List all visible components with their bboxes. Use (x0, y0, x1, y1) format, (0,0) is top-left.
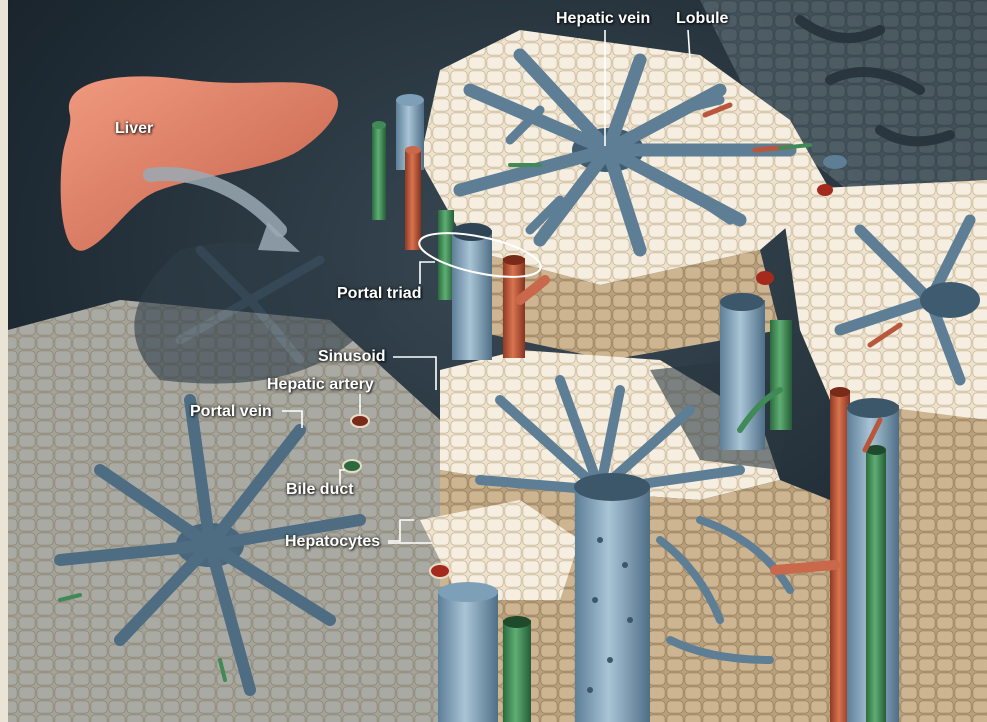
label-hepatic-vein: Hepatic vein (556, 10, 650, 28)
label-hepatic-artery: Hepatic artery (267, 376, 374, 394)
label-sinusoid: Sinusoid (318, 348, 386, 366)
label-hepatocytes: Hepatocytes (285, 533, 380, 551)
left-margin-strip (0, 0, 8, 722)
label-liver: Liver (115, 120, 153, 138)
label-lobule: Lobule (676, 10, 728, 28)
label-portal-vein: Portal vein (190, 403, 272, 421)
label-portal-triad: Portal triad (337, 285, 421, 303)
central-vein-column (574, 473, 650, 722)
label-bile-duct: Bile duct (286, 481, 354, 499)
